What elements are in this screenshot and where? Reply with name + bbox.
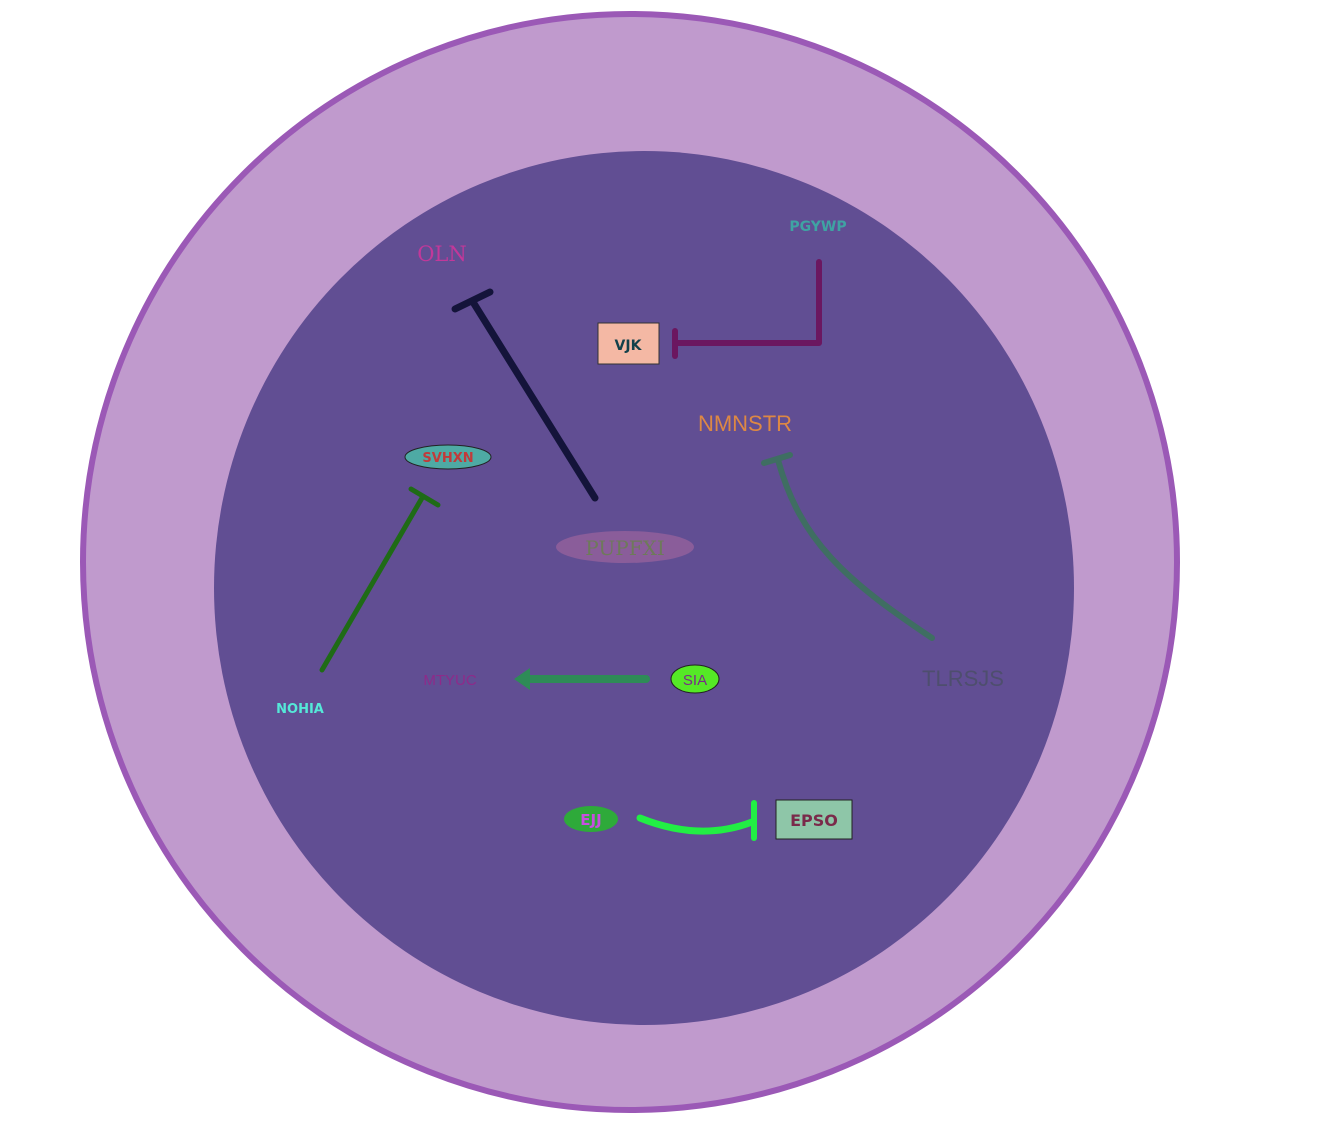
node-oln: OLN	[417, 242, 467, 266]
node-svhxn-label: SVHXN	[422, 451, 473, 466]
node-ejj: EJJ	[564, 806, 618, 832]
node-epso: EPSO	[775, 799, 853, 840]
node-pupfxi-label: PUPFXI	[585, 536, 664, 560]
node-vjk: VJK	[597, 322, 660, 365]
node-nmnstr: NMNSTR	[698, 411, 792, 436]
node-mtyuc: MTYUC	[423, 672, 476, 689]
edge-pgywp-vjk	[672, 259, 822, 359]
node-pupfxi: PUPFXI	[556, 531, 694, 563]
node-svhxn: SVHXN	[404, 444, 492, 470]
node-nohia: NOHIA	[276, 702, 324, 717]
edge-ejj-epso	[636, 800, 757, 841]
node-vjk-label: VJK	[615, 338, 643, 354]
node-ejj-label: EJJ	[580, 811, 601, 829]
edge-tlrsjs-nmnstr	[761, 452, 935, 641]
edge-nohia-svhxn	[319, 486, 441, 673]
node-pgywp: PGYWP	[789, 219, 846, 235]
edge-pupfxi-oln	[451, 288, 599, 502]
inner-compartment	[214, 151, 1074, 1025]
node-sia: SIA	[670, 664, 720, 694]
node-sia-label: SIA	[683, 672, 707, 689]
node-epso-label: EPSO	[790, 811, 838, 830]
node-tlrsjs: TLRSJS	[922, 666, 1004, 691]
edge-sia-mtyuc	[514, 668, 650, 690]
